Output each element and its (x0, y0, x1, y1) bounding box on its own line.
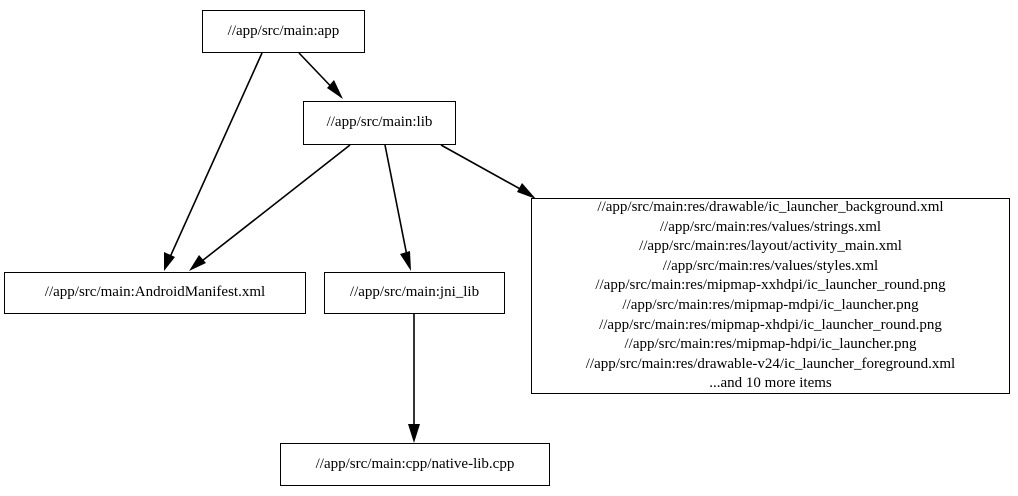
graph-node-label: //app/src/main:lib (326, 114, 433, 131)
graph-node-lib[interactable]: //app/src/main:lib (303, 101, 456, 145)
edge-jni-lib-to-native-lib (408, 314, 420, 443)
graph-node-line: //app/src/main:res/mipmap-xhdpi/ic_launc… (599, 316, 942, 333)
graph-node-line: //app/src/main:res/mipmap-xxhdpi/ic_laun… (595, 277, 946, 294)
graph-node-label: //app/src/main:jni_lib (349, 284, 480, 301)
arrowhead (400, 251, 411, 271)
edge-line (165, 52, 263, 267)
arrowhead (517, 183, 536, 199)
edge-line (384, 144, 410, 267)
graph-node-label: //app/src/main:AndroidManifest.xml (44, 284, 266, 301)
graph-node-label: //app/src/main:app (227, 22, 340, 39)
graph-node-line: //app/src/main:res/mipmap-hdpi/ic_launch… (624, 336, 917, 353)
graph-node-line: //app/src/main:res/drawable-v24/ic_launc… (585, 355, 956, 372)
edge-lib-to-manifest (189, 144, 351, 271)
arrowhead (164, 252, 175, 271)
edge-app-to-lib (298, 52, 343, 99)
graph-node-resources[interactable]: //app/src/main:res/drawable/ic_launcher_… (531, 198, 1010, 394)
graph-node-native-lib-cpp[interactable]: //app/src/main:cpp/native-lib.cpp (280, 443, 550, 486)
edge-lib-to-resources (440, 144, 536, 199)
edge-lib-to-jni-lib (384, 144, 411, 271)
arrowhead (327, 80, 343, 99)
graph-node-line: //app/src/main:res/drawable/ic_launcher_… (597, 199, 944, 216)
graph-node-line: //app/src/main:res/values/styles.xml (662, 257, 879, 274)
arrowhead (408, 424, 420, 443)
edge-line (440, 144, 532, 196)
graph-node-label: //app/src/main:cpp/native-lib.cpp (315, 455, 515, 472)
edge-line (298, 52, 342, 98)
graph-node-line: //app/src/main:res/mipmap-mdpi/ic_launch… (622, 297, 919, 313)
edge-app-to-manifest (164, 52, 263, 271)
graph-node-jni-lib[interactable]: //app/src/main:jni_lib (324, 272, 505, 314)
graph-node-android-manifest[interactable]: //app/src/main:AndroidManifest.xml (4, 272, 306, 314)
graph-node-line: //app/src/main:res/values/strings.xml (659, 218, 882, 235)
graph-node-line: ...and 10 more items (709, 375, 832, 392)
arrowhead (189, 255, 206, 271)
graph-node-line: //app/src/main:res/layout/activity_main.… (639, 238, 902, 255)
graph-node-app[interactable]: //app/src/main:app (202, 10, 365, 53)
edge-line (192, 144, 351, 269)
